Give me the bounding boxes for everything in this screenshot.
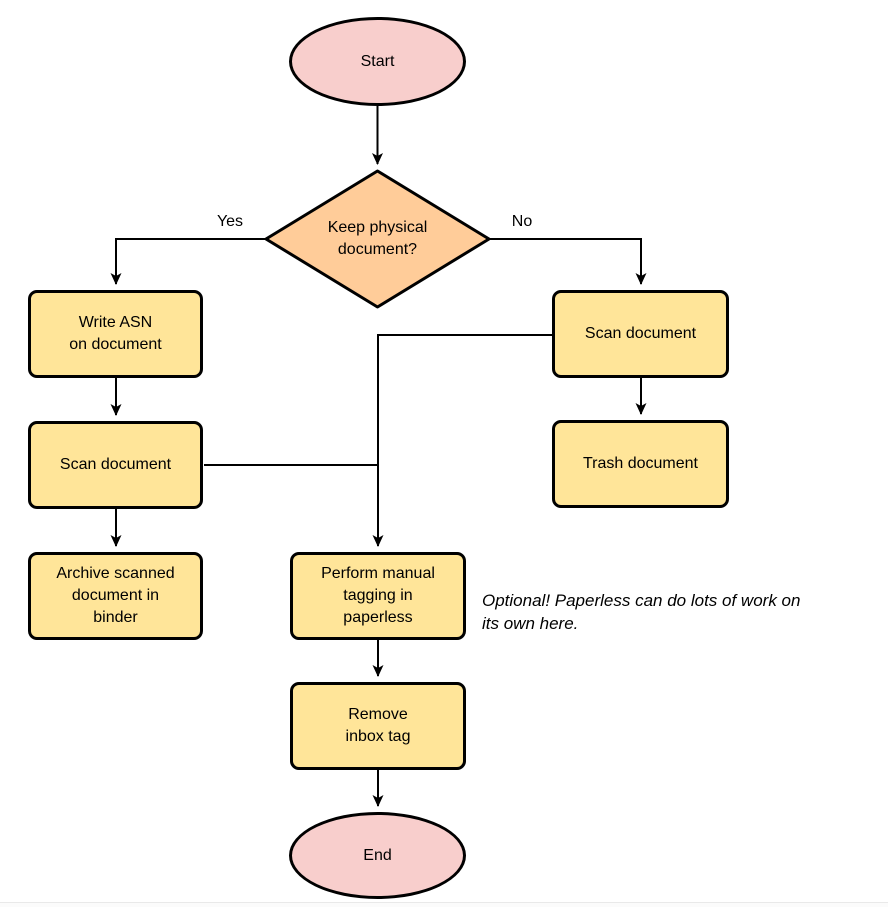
node-archive-binder-label: Archive scanned document in binder (56, 565, 175, 626)
edge-label-no: No (511, 213, 533, 230)
annotation-optional-note: Optional! Paperless can do lots of work … (482, 591, 801, 633)
edge-label-yes: Yes (216, 213, 244, 230)
node-scan-document-left: Scan document (28, 421, 203, 509)
node-scan-document-right: Scan document (552, 290, 729, 378)
edge-scan-right-to-perform-tagging (372, 334, 552, 547)
node-perform-tagging-label: Perform manual tagging in paperless (321, 565, 435, 626)
node-trash-document-label: Trash document (582, 455, 698, 472)
node-scan-document-right-label: Scan document (584, 325, 697, 342)
node-decision-label: Keep physical document? (327, 219, 428, 258)
node-perform-tagging: Perform manual tagging in paperless (290, 552, 466, 640)
bottom-page-edge (0, 902, 888, 907)
node-start-label: Start (360, 52, 395, 70)
node-write-asn-label: Write ASN on document (69, 314, 162, 353)
node-trash-document: Trash document (552, 420, 729, 508)
node-remove-inbox-tag-label: Remove inbox tag (345, 706, 411, 745)
node-scan-document-left-label: Scan document (59, 456, 172, 473)
node-decision: Keep physical document? (266, 171, 489, 307)
node-archive-binder: Archive scanned document in binder (28, 552, 203, 640)
node-remove-inbox-tag: Remove inbox tag (290, 682, 466, 770)
node-start: Start (289, 17, 466, 106)
node-end-label: End (363, 846, 392, 864)
edge-decision-no-to-scan-right (489, 238, 647, 285)
edge-decision-yes-to-write-asn (110, 238, 266, 285)
node-write-asn: Write ASN on document (28, 290, 203, 378)
node-end: End (289, 812, 466, 899)
decision-diamond-shape (264, 169, 491, 309)
